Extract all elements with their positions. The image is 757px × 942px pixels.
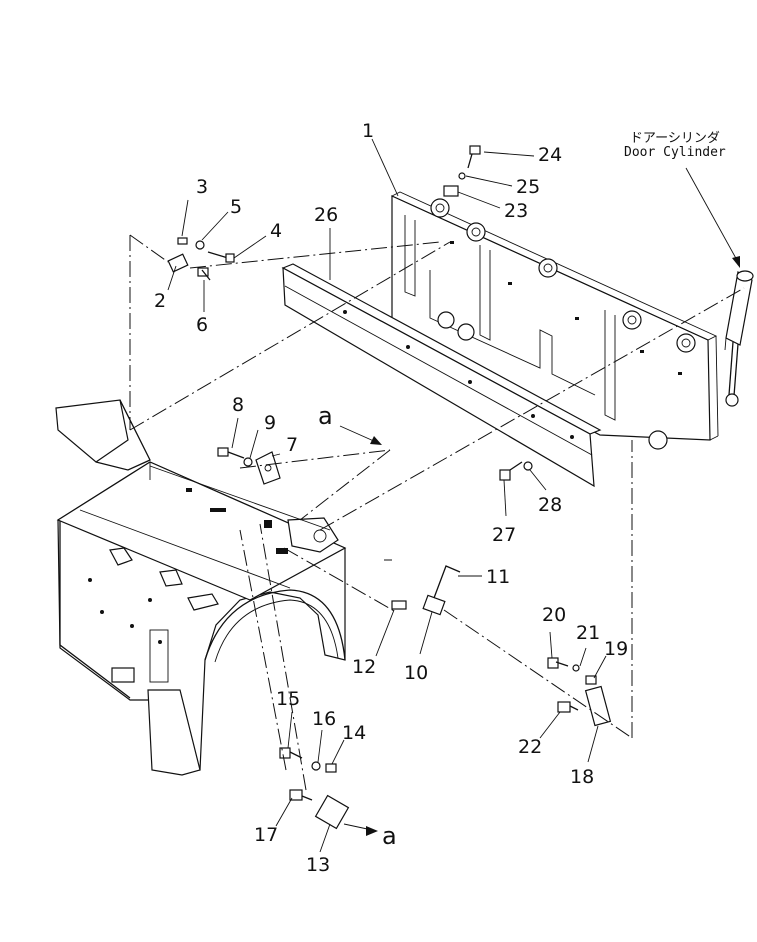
alignment-lines — [129, 234, 745, 791]
callout-6: 6 — [196, 314, 209, 336]
callout-1: 1 — [362, 120, 375, 142]
callout-21: 21 — [576, 622, 601, 644]
hardware-parts — [167, 145, 612, 830]
callout-20: 20 — [542, 604, 567, 626]
callout-2: 2 — [154, 290, 167, 312]
callout-18: 18 — [570, 766, 595, 788]
leader-lines — [167, 138, 740, 853]
frame-assembly — [55, 399, 347, 776]
callout-27: 27 — [492, 524, 517, 546]
door-cylinder-part — [724, 270, 754, 407]
callout-8: 8 — [232, 394, 245, 416]
seal-strip-part — [281, 263, 602, 488]
callout-12: 12 — [352, 656, 377, 678]
callout-19: 19 — [604, 638, 629, 660]
callout-14: 14 — [342, 722, 367, 744]
callout-25: 25 — [516, 176, 541, 198]
callout-7: 7 — [286, 434, 299, 456]
view-marker-bottom: a — [382, 822, 397, 850]
callout-10: 10 — [404, 662, 429, 684]
door-cylinder-label: ドアーシリンダ Door Cylinder — [624, 132, 726, 159]
callout-9: 9 — [264, 412, 277, 434]
callout-13: 13 — [306, 854, 331, 876]
callout-15: 15 — [276, 688, 301, 710]
callout-24: 24 — [538, 144, 563, 166]
callout-11: 11 — [486, 566, 511, 588]
callout-22: 22 — [518, 736, 543, 758]
view-arrows — [339, 425, 382, 836]
callout-17: 17 — [254, 824, 279, 846]
door-plate-part — [390, 191, 719, 450]
callout-23: 23 — [504, 200, 529, 222]
door-cylinder-label-jp: ドアーシリンダ — [629, 131, 720, 146]
view-marker-top: a — [318, 402, 333, 430]
callout-28: 28 — [538, 494, 563, 516]
callout-26: 26 — [314, 204, 339, 226]
callout-16: 16 — [312, 708, 337, 730]
callout-5: 5 — [230, 196, 243, 218]
callout-3: 3 — [196, 176, 209, 198]
callout-4: 4 — [270, 220, 283, 242]
door-cylinder-label-en: Door Cylinder — [624, 144, 726, 160]
